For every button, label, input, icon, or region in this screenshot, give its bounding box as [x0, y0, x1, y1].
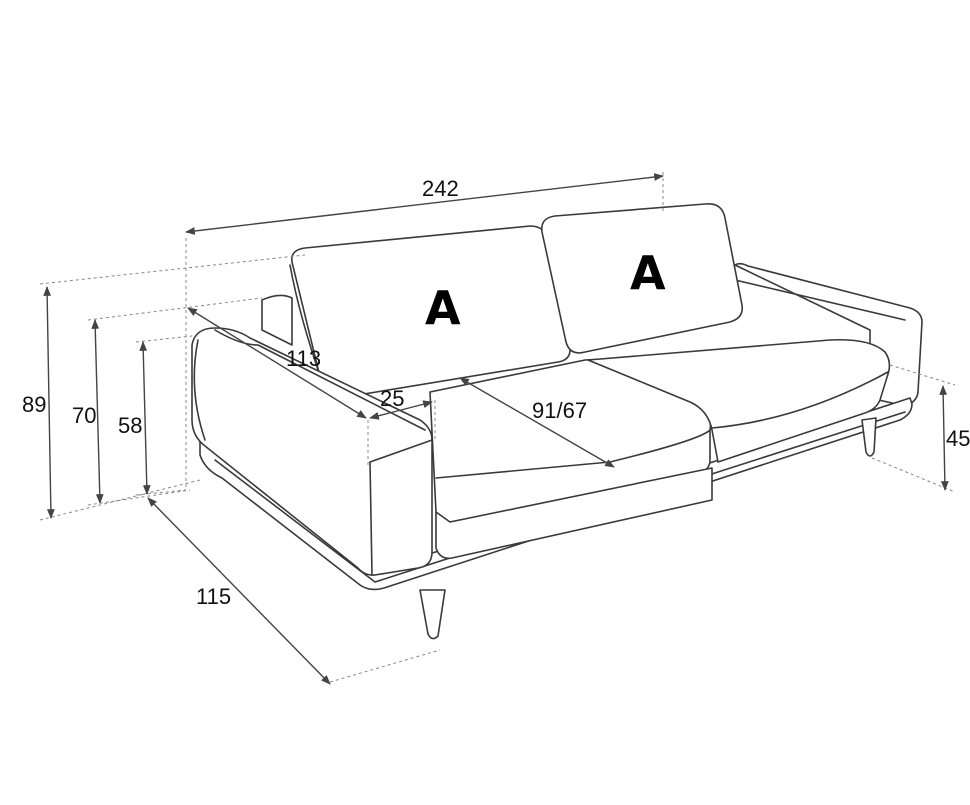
dim-line-seat-depth — [459, 377, 615, 468]
dim-line-seat-height — [939, 385, 949, 491]
legs — [419, 417, 877, 640]
extension-lines — [39, 172, 956, 683]
dim-total-depth: 115 — [196, 584, 232, 609]
dim-line-armrest-height — [139, 341, 151, 495]
dim-seat-depth: 91/67 — [532, 398, 588, 423]
dim-armrest-width: 25 — [380, 386, 405, 411]
cushion-label-right: A — [630, 246, 666, 300]
dimension-lines — [43, 173, 949, 685]
cushion-label-left: A — [425, 281, 461, 335]
dim-line-inner-length — [187, 307, 367, 419]
back-panel-left — [261, 294, 293, 346]
dim-seat-height: 45 — [946, 426, 970, 451]
dim-total-width: 242 — [422, 176, 459, 201]
dim-line-total-height — [43, 286, 55, 519]
dim-total-height: 89 — [22, 392, 47, 417]
dim-line-armrest-width — [369, 400, 433, 420]
dim-line-backrest-height — [91, 319, 104, 504]
dim-armrest-height: 58 — [118, 413, 143, 438]
dim-backrest-height: 70 — [72, 403, 97, 428]
dim-inner-length: 113 — [286, 346, 322, 371]
dim-line-width — [185, 173, 664, 235]
dim-line-depth — [147, 497, 331, 685]
